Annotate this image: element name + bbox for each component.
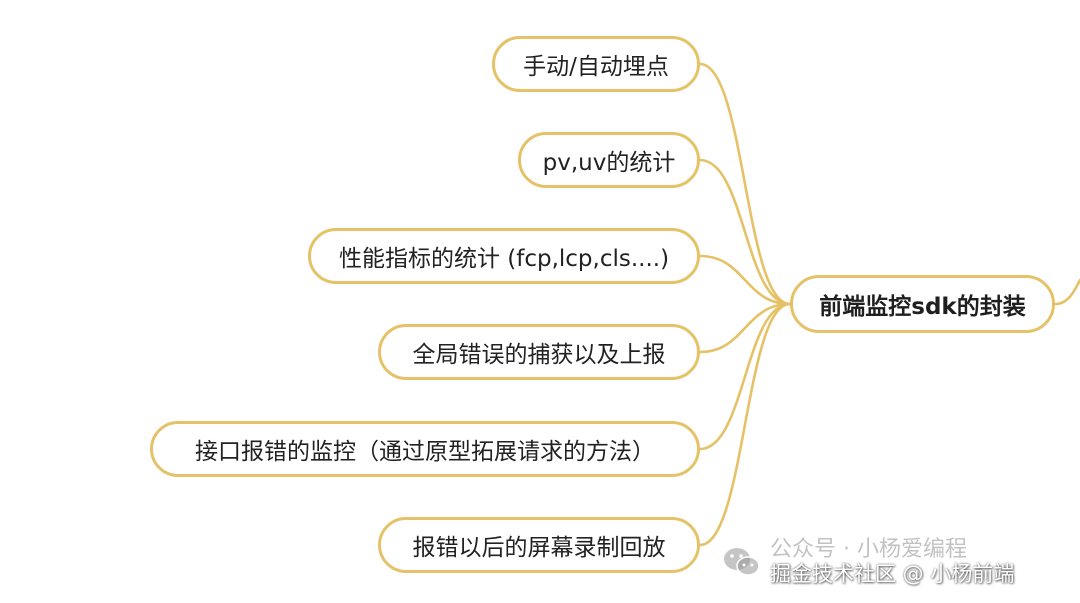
root-label: 前端监控sdk的封装 xyxy=(819,294,1026,320)
watermark: 公众号 · 小杨爱编程 掘金技术社区 @ 小杨前端 xyxy=(722,538,1014,586)
branch-label: 报错以后的屏幕录制回放 xyxy=(412,535,666,561)
connector-root-right xyxy=(1053,278,1080,306)
connector-4 xyxy=(698,302,792,354)
branch-node-global-errors[interactable]: 全局错误的捕获以及上报 xyxy=(378,324,700,380)
branch-node-screen-replay[interactable]: 报错以后的屏幕录制回放 xyxy=(378,517,700,573)
branch-label: 全局错误的捕获以及上报 xyxy=(412,342,666,368)
branch-node-api-errors[interactable]: 接口报错的监控（通过原型拓展请求的方法） xyxy=(150,421,700,477)
connector-1 xyxy=(698,62,792,306)
connector-2 xyxy=(698,158,792,306)
watermark-line-1: 公众号 · 小杨爱编程 xyxy=(770,537,967,562)
branch-label: 手动/自动埋点 xyxy=(523,54,669,80)
connector-6 xyxy=(698,302,792,547)
branch-node-pv-uv[interactable]: pv,uv的统计 xyxy=(518,132,700,188)
wechat-icon xyxy=(724,548,760,576)
branch-label: pv,uv的统计 xyxy=(542,150,676,176)
branch-label: 性能指标的统计 (fcp,lcp,cls....) xyxy=(338,246,670,272)
branch-label: 接口报错的监控（通过原型拓展请求的方法） xyxy=(195,439,655,465)
root-node[interactable]: 前端监控sdk的封装 xyxy=(790,275,1055,333)
connector-5 xyxy=(698,302,792,451)
branch-node-performance[interactable]: 性能指标的统计 (fcp,lcp,cls....) xyxy=(308,228,700,284)
watermark-line-2: 掘金技术社区 @ 小杨前端 xyxy=(770,562,1015,586)
connector-3 xyxy=(698,254,792,306)
branch-node-manual-tracking[interactable]: 手动/自动埋点 xyxy=(492,36,700,92)
